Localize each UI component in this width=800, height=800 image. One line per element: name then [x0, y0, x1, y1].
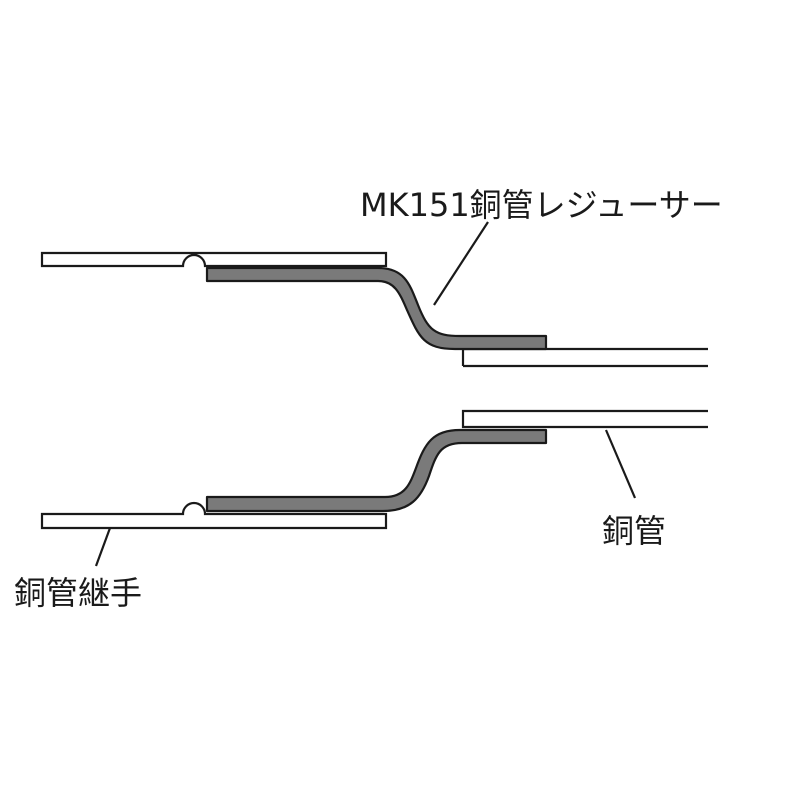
leader-pipe: [604, 429, 637, 499]
leader-reducer: [433, 221, 489, 306]
pipe-top-wall: [461, 347, 708, 366]
fitting-label: 銅管継手: [14, 574, 142, 612]
pipe-bottom-wall: [461, 409, 708, 429]
pipe-label: 銅管: [602, 512, 666, 550]
fitting-bottom-wall: [40, 501, 388, 530]
fitting-top-wall: [40, 251, 388, 268]
reducer-bottom: [205, 428, 548, 513]
reducer-label: MK151銅管レジューサー: [360, 186, 723, 224]
leader-fitting: [94, 527, 112, 567]
reducer-top: [205, 266, 548, 351]
